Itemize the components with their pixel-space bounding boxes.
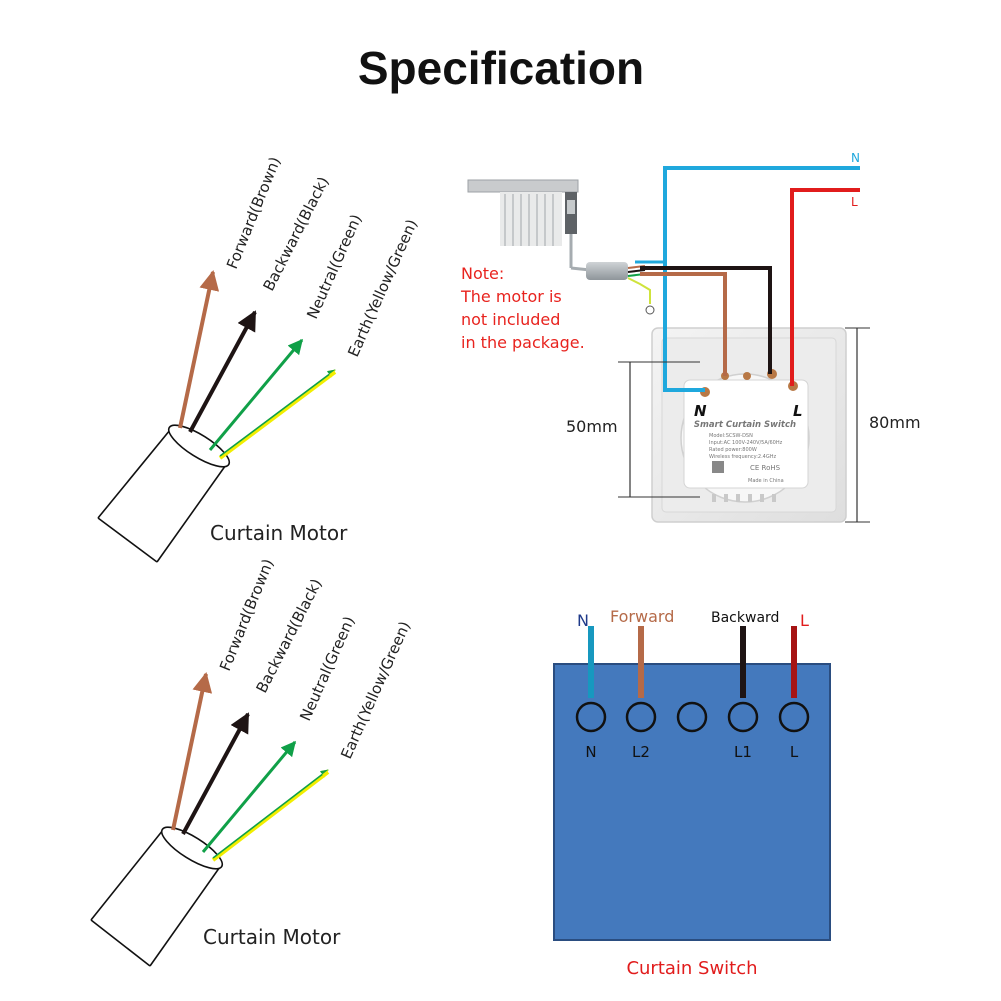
module-freq: Wireless frequency:2.4GHz: [709, 454, 776, 460]
wire-black: [640, 266, 772, 374]
module-model: Model:SCSW-DSN: [709, 433, 753, 439]
wire-earth: [211, 769, 330, 862]
motor-caption: Curtain Motor: [203, 925, 341, 949]
module-vents: [712, 494, 776, 502]
wire-label-forward: Forward: [610, 607, 674, 626]
note-line-3: not included: [461, 310, 560, 329]
terminal-label-l2: L2: [632, 743, 650, 761]
curtain-motor-top: Forward(Brown) Backward(Black) Neutral(G…: [97, 154, 421, 563]
terminal-label-l: L: [790, 743, 799, 761]
terminal-l: [778, 701, 810, 733]
wire-label-l: L: [800, 611, 809, 630]
page-title: Specification: [358, 42, 644, 94]
dimension-inner: 50mm: [566, 361, 700, 498]
curtain-switch-diagram: N Forward Backward L N L2 L1 L Curtain S…: [553, 607, 831, 979]
terminal-label-n: N: [585, 743, 596, 761]
label-line-l: L: [851, 195, 858, 209]
wiring-illustration: Note: The motor is not included in the p…: [460, 151, 921, 523]
dimension-outer: 80mm: [845, 327, 921, 523]
wire-l-red: [790, 188, 860, 386]
dim-inner-label: 50mm: [566, 417, 618, 436]
motor-caption: Curtain Motor: [210, 521, 348, 545]
wire-backward: [181, 712, 250, 835]
wire-n-blue: [635, 166, 860, 392]
note-line-2: The motor is: [460, 287, 562, 306]
terminal-l1: [727, 701, 759, 733]
terminal-l2: [625, 701, 657, 733]
switch-panel-image: N L Smart Curtain Switch Model:SCSW-DSN …: [651, 327, 847, 523]
curtain-rail-image: [467, 179, 655, 315]
curtain-motor-bottom: Forward(Brown) Backward(Black) Neutral(G…: [90, 556, 414, 967]
wire-brown: [640, 272, 727, 376]
motor-cylinder: [90, 826, 224, 967]
module-made: Made in China: [748, 478, 784, 484]
module-l: L: [793, 402, 803, 420]
terminal-empty: [676, 701, 708, 733]
module-power: Rated power:800W: [709, 447, 757, 453]
wire-label-backward: Backward: [711, 610, 779, 626]
label-line-n: N: [851, 151, 860, 165]
wire-earth: [218, 369, 337, 460]
motor-cylinder: [97, 424, 231, 563]
switch-caption: Curtain Switch: [626, 958, 757, 979]
note-line-1: Note:: [461, 264, 504, 283]
module-n: N: [694, 402, 707, 420]
dim-outer-label: 80mm: [869, 413, 921, 432]
wire-forward: [178, 270, 220, 429]
terminal-n: [575, 701, 607, 733]
terminal-label-l1: L1: [734, 743, 752, 761]
wire-neutral: [201, 740, 297, 853]
wire-forward: [171, 672, 213, 831]
wire-backward: [188, 310, 257, 433]
qr-code-icon: [712, 461, 724, 473]
module-input: Input:AC 100V-240V/5A/60Hz: [709, 440, 783, 446]
label-neutral: Neutral(Green): [296, 614, 358, 724]
wire-neutral: [208, 338, 304, 451]
note-line-4: in the package.: [461, 333, 585, 352]
module-title: Smart Curtain Switch: [694, 420, 796, 430]
label-neutral: Neutral(Green): [303, 212, 365, 322]
module-marks: CE RoHS: [750, 464, 781, 472]
wire-label-n: N: [577, 611, 589, 630]
